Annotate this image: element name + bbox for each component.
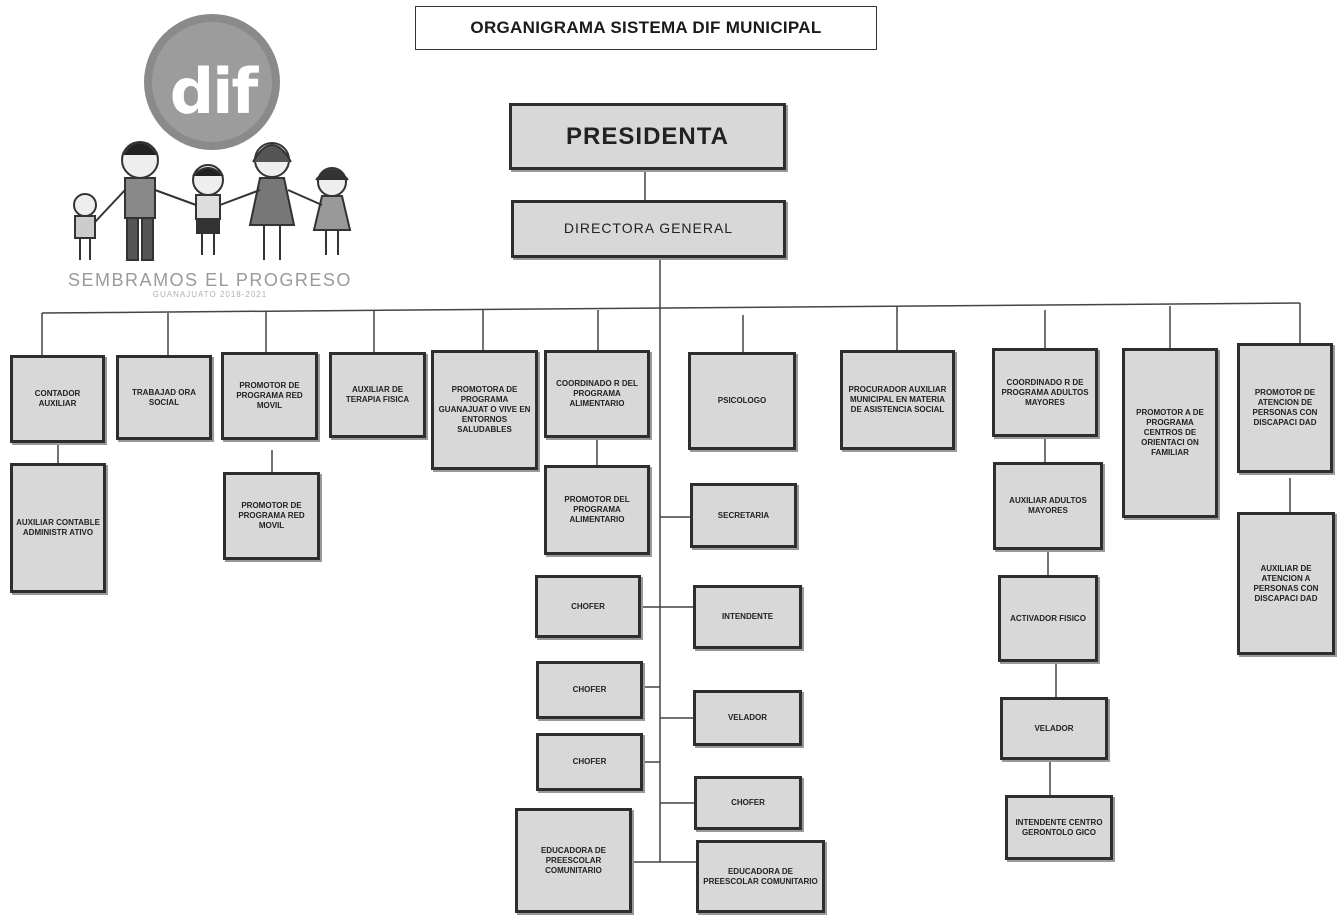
node-chofer-3: CHOFER [536,733,643,791]
node-promotor-red-movil-2: PROMOTOR DE PROGRAMA RED MOVIL [223,472,320,560]
node-secretaria: SECRETARIA [690,483,797,548]
node-velador: VELADOR [693,690,802,746]
node-promotor-alimentario: PROMOTOR DEL PROGRAMA ALIMENTARIO [544,465,650,555]
node-velador-adultos: VELADOR [1000,697,1108,760]
logo-tagline: GUANAJUATO 2018-2021 [152,290,268,299]
node-promotora-centros-familiar: PROMOTOR A DE PROGRAMA CENTROS DE ORIENT… [1122,348,1218,518]
node-coordinador-alimentario: COORDINADO R DEL PROGRAMA ALIMENTARIO [544,350,650,438]
node-psicologo: PSICOLOGO [688,352,796,450]
node-chofer-right: CHOFER [694,776,802,830]
node-trabajadora-social: TRABAJAD ORA SOCIAL [116,355,212,440]
node-promotor-red-movil: PROMOTOR DE PROGRAMA RED MOVIL [221,352,318,440]
node-chofer-1: CHOFER [535,575,641,638]
node-auxiliar-adultos-mayores: AUXILIAR ADULTOS MAYORES [993,462,1103,550]
node-chofer-2: CHOFER [536,661,643,719]
node-educadora-preescolar-right: EDUCADORA DE PREESCOLAR COMUNITARIO [696,840,825,913]
node-auxiliar-discapacidad: AUXILIAR DE ATENCION A PERSONAS CON DISC… [1237,512,1335,655]
node-promotora-entornos: PROMOTORA DE PROGRAMA GUANAJUAT O VIVE E… [431,350,538,470]
node-contador-auxiliar: CONTADOR AUXILIAR [10,355,105,443]
node-coordinador-adultos-mayores: COORDINADO R DE PROGRAMA ADULTOS MAYORES [992,348,1098,437]
node-procurador: PROCURADOR AUXILIAR MUNICIPAL EN MATERIA… [840,350,955,450]
node-educadora-preescolar-left: EDUCADORA DE PREESCOLAR COMUNITARIO [515,808,632,913]
node-presidenta: PRESIDENTA [509,103,786,170]
node-auxiliar-terapia-fisica: AUXILIAR DE TERAPIA FISICA [329,352,426,438]
node-activador-fisico: ACTIVADOR FISICO [998,575,1098,662]
dif-logo [73,14,352,261]
logo-brand: dif [169,55,259,128]
node-intendente-gerontologico: INTENDENTE CENTRO GERONTOLO GICO [1005,795,1113,860]
node-promotor-discapacidad: PROMOTOR DE ATENCION DE PERSONAS CON DIS… [1237,343,1333,473]
chart-title: ORGANIGRAMA SISTEMA DIF MUNICIPAL [415,6,877,50]
node-auxiliar-contable: AUXILIAR CONTABLE ADMINISTR ATIVO [10,463,106,593]
node-directora-general: DIRECTORA GENERAL [511,200,786,258]
logo-slogan: SEMBRAMOS EL PROGRESO [68,270,352,290]
node-intendente: INTENDENTE [693,585,802,649]
